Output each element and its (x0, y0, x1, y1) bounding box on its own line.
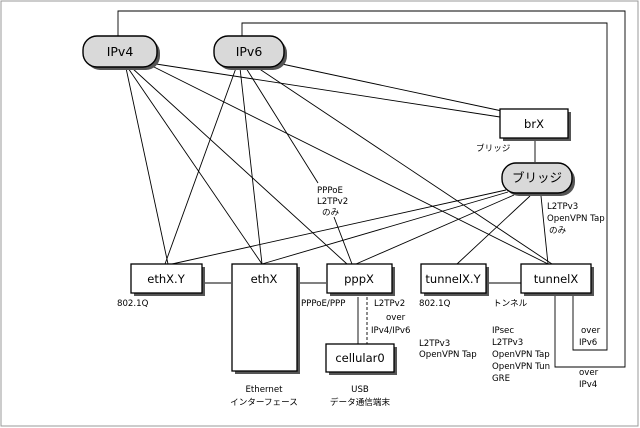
label-tunnel-types-1: IPsec (492, 326, 514, 336)
node-ethxy[interactable]: ethX.Y (130, 263, 205, 296)
node-ipv4-label: IPv4 (107, 44, 134, 59)
label-pppoe-1: PPPoE (317, 186, 343, 196)
node-ipv4[interactable]: IPv4 (82, 35, 160, 70)
label-l2tpv2-over-3: IPv4/IPv6 (371, 326, 410, 336)
edge-tunnelx-over-ipv4 (117, 10, 626, 368)
label-tunnel-types-3: OpenVPN Tap (492, 350, 550, 360)
label-over-ipv6-1: over (581, 326, 601, 336)
node-ipv6[interactable]: IPv6 (213, 35, 287, 70)
node-pppx-label: pppX (344, 272, 374, 286)
edges (117, 10, 626, 368)
node-tunnelxy[interactable]: tunnelX.Y (420, 263, 489, 296)
edge-ipv6-ethx (239, 67, 263, 265)
label-tunnelxy-types-2: OpenVPN Tap (419, 350, 477, 360)
label-l2tpv3-2: OpenVPN Tap (547, 214, 605, 224)
edge-ipv4-pppx (131, 67, 348, 265)
label-tunnel-types-2: L2TPv3 (492, 338, 523, 348)
label-ethxy-sub: 802.1Q (117, 299, 149, 309)
label-pppoe-2: L2TPv2 (317, 197, 348, 207)
node-ethx[interactable]: ethX (231, 263, 300, 374)
label-pppoe-3: のみ (322, 207, 340, 218)
label-tunnel-sub: トンネル (493, 298, 528, 309)
label-bridge-sub: ブリッジ (476, 142, 511, 154)
node-tunnelx-label: tunnelX (534, 272, 579, 286)
node-brx-label: brX (524, 117, 544, 131)
edge-bridge-ethxy (171, 189, 507, 265)
edge-ipv4-brx (155, 63, 501, 118)
label-over-ipv4-2: IPv4 (579, 380, 597, 390)
edge-ipv6-tunnelx (257, 67, 553, 265)
edge-ipv4-ethx (127, 67, 263, 265)
node-ipv6-label: IPv6 (236, 44, 263, 59)
edge-bridge-pppx (355, 194, 515, 265)
label-l2tpv2-over-1: L2TPv2 (374, 299, 405, 309)
edge-bridge-tunnelx (540, 195, 549, 265)
node-ethx-label: ethX (251, 272, 278, 286)
edge-ipv4-tunnelx (151, 65, 549, 265)
label-ethx-sub-1: Ethernet (245, 385, 283, 395)
node-cellular0[interactable]: cellular0 (325, 343, 397, 375)
label-pppx-sub: PPPoE/PPP (301, 299, 345, 309)
label-tunnel-types-4: OpenVPN Tun (492, 362, 550, 372)
node-tunnelxy-label: tunnelX.Y (425, 272, 481, 286)
edge-bridge-tunnelxy (456, 195, 531, 265)
label-usb-1: USB (351, 385, 369, 395)
edge-ipv6-ethxy (164, 67, 237, 265)
node-bridge-label: ブリッジ (512, 170, 562, 185)
label-l2tpv3-1: L2TPv3 (547, 202, 578, 212)
edge-ipv6-pppx-a (245, 67, 319, 184)
node-ethxy-label: ethX.Y (147, 272, 185, 286)
edge-bridge-ethx (261, 191, 509, 265)
label-usb-2: データ通信端末 (330, 396, 391, 408)
label-over-ipv6-2: IPv6 (579, 338, 597, 348)
label-ethx-sub-2: インターフェース (230, 397, 298, 408)
node-tunnelx[interactable]: tunnelX (520, 263, 594, 296)
node-bridge[interactable]: ブリッジ (501, 162, 575, 196)
label-tunnelxy-types-1: L2TPv3 (419, 339, 450, 349)
label-tunnel-types-5: GRE (492, 374, 510, 384)
node-pppx[interactable]: pppX (326, 263, 395, 296)
label-l2tpv2-over-2: over (386, 313, 406, 323)
label-l2tpv3-3: のみ (549, 225, 567, 236)
node-cellular0-label: cellular0 (335, 351, 384, 365)
edge-ipv4-ethxy (125, 67, 169, 265)
label-over-ipv4-1: over (579, 368, 599, 378)
edge-tunnelx-over-ipv6 (241, 22, 608, 351)
label-tunnelxy-sub: 802.1Q (419, 299, 451, 309)
edge-ipv6-brx (281, 63, 503, 112)
node-brx[interactable]: brX (499, 108, 571, 141)
